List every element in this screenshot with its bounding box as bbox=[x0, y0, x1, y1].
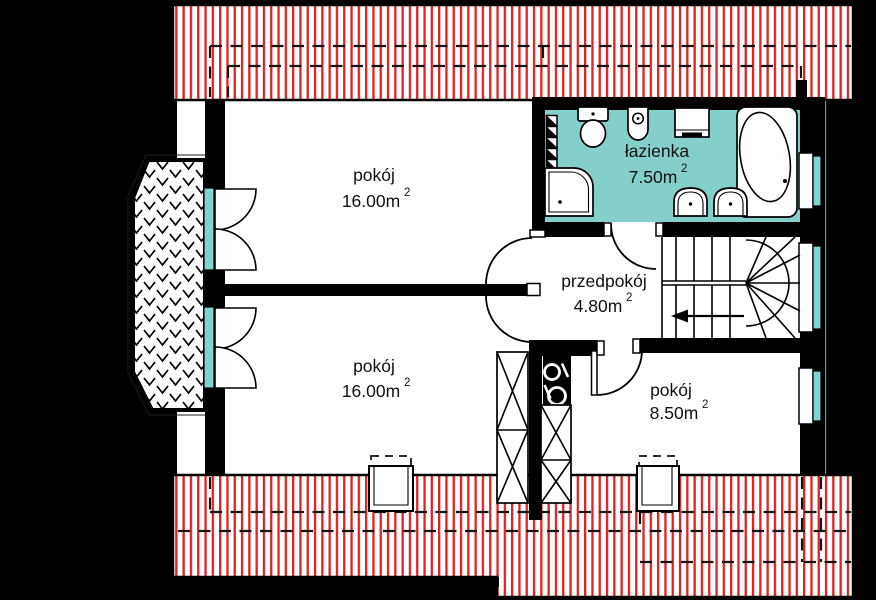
kitchenette bbox=[543, 345, 571, 407]
stair-winders bbox=[745, 236, 801, 339]
washbasin-2 bbox=[713, 187, 748, 217]
jamb-cap bbox=[632, 338, 641, 354]
wall-left-upper bbox=[205, 100, 225, 190]
corner-shower bbox=[544, 167, 594, 217]
room-area: 8.50m bbox=[650, 403, 699, 423]
chimney-inner bbox=[641, 466, 673, 506]
room-area: 16.00m bbox=[342, 191, 400, 211]
french-door-upper bbox=[203, 187, 257, 271]
stair-treads-lower bbox=[675, 285, 731, 338]
door-leaf bbox=[214, 228, 257, 271]
radiator bbox=[545, 114, 558, 171]
room-area: 7.50m bbox=[629, 167, 678, 187]
door-arc-room-top bbox=[485, 237, 533, 285]
chimney-inner bbox=[373, 466, 409, 506]
window-glass bbox=[812, 245, 822, 330]
jamb-cap bbox=[529, 229, 546, 238]
room-area-sup: 2 bbox=[404, 187, 410, 199]
bathroom-fixtures bbox=[544, 106, 798, 218]
stair-treads-upper bbox=[675, 237, 731, 281]
faucet-mark bbox=[560, 362, 570, 378]
bay-outer-outline bbox=[127, 154, 205, 416]
door-arc-room-bottom bbox=[485, 295, 533, 343]
room-label: przedpokój bbox=[561, 271, 647, 291]
room-area: 16.00m bbox=[342, 381, 400, 401]
bay-window bbox=[127, 154, 207, 416]
faucet-mark bbox=[543, 384, 552, 400]
wardrobe-right bbox=[540, 404, 572, 504]
window-glass bbox=[203, 306, 215, 389]
room-area-sup: 2 bbox=[404, 377, 410, 389]
lower-roof-edge bbox=[171, 577, 499, 587]
window-bathroom bbox=[798, 152, 822, 210]
wall-kitchenette bbox=[529, 340, 542, 520]
room-label: pokój bbox=[353, 356, 395, 376]
door-leaf bbox=[214, 346, 257, 389]
stair-stringer bbox=[662, 280, 746, 286]
room-label: łazienka bbox=[625, 141, 689, 161]
window-niche bbox=[798, 242, 814, 333]
room-area: 4.80m bbox=[574, 296, 623, 316]
room-label: pokój bbox=[353, 165, 395, 185]
wall-bathroom-left bbox=[532, 100, 545, 231]
room-labels: pokój 16.00m 2 łazienka 7.50m 2 przedpok… bbox=[342, 141, 709, 423]
wall-left-lower bbox=[205, 386, 225, 476]
bidet bbox=[627, 106, 649, 141]
lower-roof-slope bbox=[171, 473, 855, 599]
toilet bbox=[577, 106, 609, 148]
chimney-dashed-cap bbox=[638, 455, 678, 468]
window-stairs bbox=[798, 242, 822, 333]
upper-roof-slope bbox=[171, 3, 855, 102]
room-area-sup: 2 bbox=[681, 163, 687, 175]
bay-hatch bbox=[131, 158, 207, 412]
room-label: pokój bbox=[650, 380, 692, 400]
jamb-cap bbox=[526, 282, 541, 297]
window-glass bbox=[812, 370, 822, 422]
window-niche bbox=[798, 367, 814, 425]
direction-arrow-head bbox=[671, 309, 688, 323]
chimney-1 bbox=[368, 455, 414, 512]
wardrobe-left bbox=[496, 351, 529, 504]
window-room-850 bbox=[798, 367, 822, 425]
window-glass bbox=[812, 155, 822, 207]
door-leaf-room-850 bbox=[590, 350, 598, 396]
washbasin-1 bbox=[673, 187, 708, 217]
wall-left-middle bbox=[205, 268, 225, 309]
stair-handrail-arc bbox=[745, 239, 790, 327]
door-arc-bathroom bbox=[610, 223, 657, 270]
wall-bathroom-bottom-right bbox=[663, 222, 810, 237]
room-area-sup: 2 bbox=[702, 399, 708, 411]
washing-machine bbox=[674, 107, 710, 138]
window-niche bbox=[798, 152, 814, 210]
room-area-sup: 2 bbox=[626, 292, 632, 304]
wall-notch bbox=[796, 80, 807, 100]
interior-doors bbox=[485, 222, 664, 396]
chimney-body bbox=[636, 465, 680, 512]
french-door-lower bbox=[203, 306, 257, 389]
wall-stairs-bottom bbox=[640, 338, 810, 353]
jamb-cap bbox=[596, 340, 605, 356]
door-arc-room-850 bbox=[596, 349, 643, 396]
sink-ring bbox=[543, 363, 561, 381]
upper-roof-stripes bbox=[171, 3, 855, 102]
winder-staircase bbox=[661, 236, 801, 339]
chimney-2 bbox=[636, 455, 680, 512]
wall-bathroom-bottom-left bbox=[532, 222, 604, 237]
window-glass bbox=[203, 187, 215, 271]
chimney-body bbox=[368, 465, 414, 512]
wall-between-rooms bbox=[218, 284, 528, 296]
corner-bathtub bbox=[736, 106, 798, 218]
jamb-cap bbox=[603, 222, 612, 237]
jamb-cap bbox=[655, 222, 664, 237]
